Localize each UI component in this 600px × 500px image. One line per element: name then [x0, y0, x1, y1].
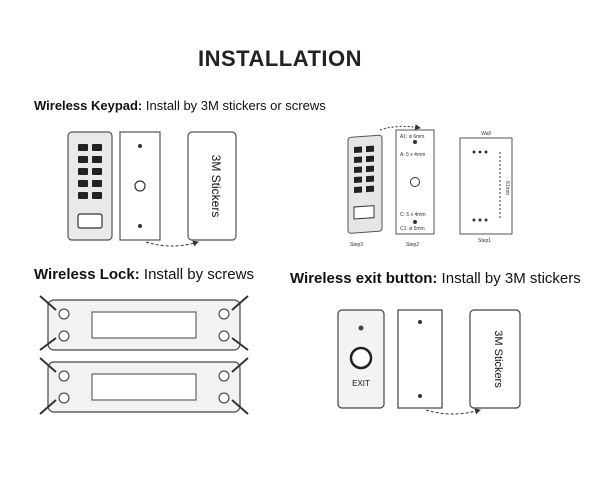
hole-label-a1: A1: ø 6mm	[400, 134, 424, 140]
wall-label: Wall	[481, 131, 491, 137]
keypad-sticker-label: 3M Stickers	[209, 155, 223, 218]
keypad-screw-illustration: A1: ø 6mm A: 5 x 4mm C: 5 x 4mm C1: ø 5m…	[347, 124, 513, 248]
exit-sticker	[469, 309, 521, 409]
page-title: INSTALLATION	[197, 46, 363, 71]
step2-label: Step2	[406, 242, 419, 248]
exit-button-label: EXIT	[352, 379, 370, 388]
keypad-install-illustration: 3M Stickers	[67, 131, 237, 247]
lock-install-illustration	[39, 295, 249, 415]
step1-label: Step1	[478, 238, 491, 244]
exit-heading-bold: Wireless exit button:	[290, 270, 438, 287]
exit-heading-subtitle: Install by 3M stickers	[437, 270, 581, 287]
lock-section-heading: Wireless Lock: Install by screws	[34, 266, 254, 283]
lock-screws	[39, 295, 249, 415]
dimension-label: 61mm	[504, 181, 510, 195]
exit-back-plate	[397, 309, 443, 409]
keypad-sticker	[187, 131, 237, 241]
lock-bracket-bottom	[47, 361, 241, 413]
hole-label-c2: C1: ø 5mm	[400, 226, 425, 232]
hole-label-a2: A: 5 x 4mm	[400, 152, 425, 158]
keypad-section-heading: Wireless Keypad: Install by 3M stickers …	[34, 98, 326, 113]
exit-install-illustration: EXIT 3M Stickers	[337, 309, 521, 415]
hole-label-c1: C: 5 x 4mm	[400, 212, 426, 218]
exit-sticker-label: 3M Stickers	[492, 330, 504, 388]
keypad-heading-subtitle: Install by 3M stickers or screws	[142, 98, 326, 113]
lock-heading-bold: Wireless Lock:	[34, 266, 140, 283]
step3-label: Step3	[350, 242, 363, 248]
exit-section-heading: Wireless exit button: Install by 3M stic…	[290, 270, 581, 287]
keypad-heading-bold: Wireless Keypad:	[34, 98, 143, 113]
lock-bracket-top	[47, 299, 241, 351]
lock-heading-subtitle: Install by screws	[139, 266, 254, 283]
wall-panel	[459, 137, 513, 235]
